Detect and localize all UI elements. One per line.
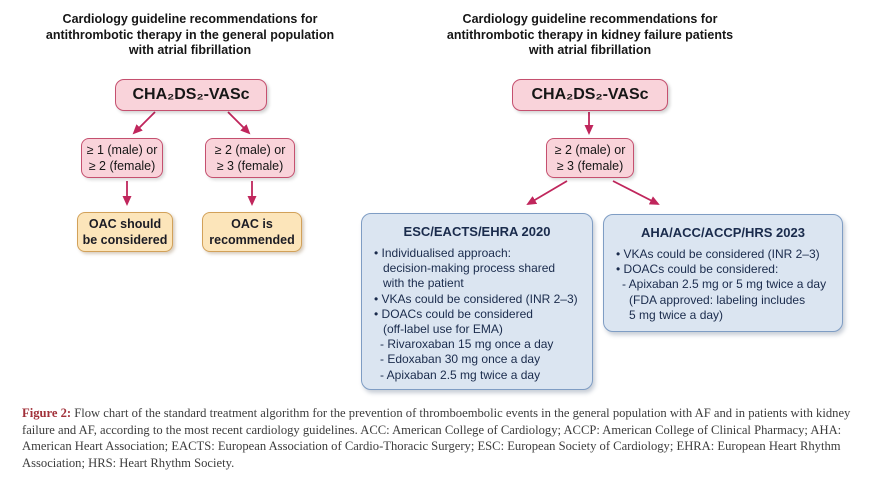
- guideline-box-esc-eacts-ehra: ESC/EACTS/EHRA 2020 • Individualised app…: [361, 213, 593, 390]
- arrow-right-branch-to-aha: [612, 180, 660, 205]
- left-panel-title: Cardiology guideline recommendations for…: [30, 12, 350, 59]
- figure-caption: Figure 2: Flow chart of the standard tre…: [22, 405, 867, 471]
- guideline-item-continuation: (off-label use for EMA): [383, 322, 503, 337]
- criteria-line: ≥ 2 (male) or: [214, 142, 286, 157]
- guideline-item: • VKAs could be considered (INR 2–3): [616, 247, 820, 261]
- left-panel-title-line: antithrombotic therapy in the general po…: [45, 27, 335, 42]
- outcome-line: OAC should: [88, 216, 162, 231]
- guideline-subitem: - Rivaroxaban 15 mg once a day: [380, 337, 554, 352]
- guideline-box-aha-acc-accp-hrs: AHA/ACC/ACCP/HRS 2023 • VKAs could be co…: [603, 214, 843, 332]
- guideline-subitem: - Edoxaban 30 mg once a day: [380, 352, 541, 367]
- right-score-label: CHA₂DS₂-VASc: [531, 86, 649, 103]
- guideline-box-title: AHA/ACC/ACCP/HRS 2023: [641, 225, 805, 240]
- guideline-item: • DOACs could be considered:: [616, 262, 779, 277]
- guideline-subitem: - Apixaban 2.5 mg twice a day: [380, 367, 541, 382]
- guideline-item-continuation: decision-making process shared: [383, 261, 556, 276]
- left-criteria-box-2: ≥ 2 (male) or ≥ 3 (female): [205, 138, 295, 178]
- outcome-line: be considered: [82, 233, 168, 247]
- figure-caption-label: Figure 2:: [22, 406, 72, 420]
- criteria-line: ≥ 3 (female): [216, 159, 284, 173]
- criteria-line: ≥ 2 (male) or: [554, 142, 626, 157]
- guideline-item-continuation: with the patient: [383, 276, 464, 291]
- right-panel-title-line: Cardiology guideline recommendations for: [462, 12, 718, 26]
- arrow-left-score-to-branch2: [227, 111, 251, 135]
- left-criteria-box-1: ≥ 1 (male) or ≥ 2 (female): [81, 138, 163, 178]
- arrow-right-branch-to-esc: [526, 180, 568, 206]
- outcome-box-oac-considered: OAC should be considered: [77, 212, 173, 252]
- criteria-line: ≥ 1 (male) or: [86, 142, 158, 157]
- right-panel-title: Cardiology guideline recommendations for…: [425, 12, 755, 59]
- outcome-line: recommended: [209, 233, 295, 247]
- right-panel-title-line: antithrombotic therapy in kidney failure…: [446, 27, 734, 42]
- guideline-subitem: - Apixaban 2.5 mg or 5 mg twice a day: [622, 277, 827, 292]
- outcome-line: OAC is: [231, 216, 273, 231]
- right-score-box: CHA₂DS₂-VASc: [512, 79, 668, 111]
- outcome-box-oac-recommended: OAC is recommended: [202, 212, 302, 252]
- arrow-left-score-to-branch1: [132, 111, 156, 135]
- criteria-line: ≥ 2 (female): [88, 159, 156, 173]
- guideline-item: • DOACs could be considered: [374, 306, 533, 321]
- guideline-box-title: ESC/EACTS/EHRA 2020: [403, 224, 551, 239]
- right-criteria-box: ≥ 2 (male) or ≥ 3 (female): [546, 138, 634, 178]
- left-score-box: CHA₂DS₂-VASc: [115, 79, 267, 111]
- left-panel-title-line: Cardiology guideline recommendations for: [62, 12, 318, 26]
- figure-caption-text: Flow chart of the standard treatment alg…: [22, 406, 851, 470]
- left-score-label: CHA₂DS₂-VASc: [132, 86, 250, 103]
- guideline-subitem-continuation: (FDA approved: labeling includes: [629, 292, 806, 307]
- right-panel-title-line: with atrial fibrillation: [528, 43, 652, 57]
- guideline-subitem-continuation: 5 mg twice a day): [629, 307, 724, 322]
- guideline-item: • Individualised approach:: [374, 246, 511, 260]
- criteria-line: ≥ 3 (female): [556, 159, 624, 173]
- guideline-item: • VKAs could be considered (INR 2–3): [374, 291, 578, 306]
- left-panel-title-line: with atrial fibrillation: [128, 43, 252, 57]
